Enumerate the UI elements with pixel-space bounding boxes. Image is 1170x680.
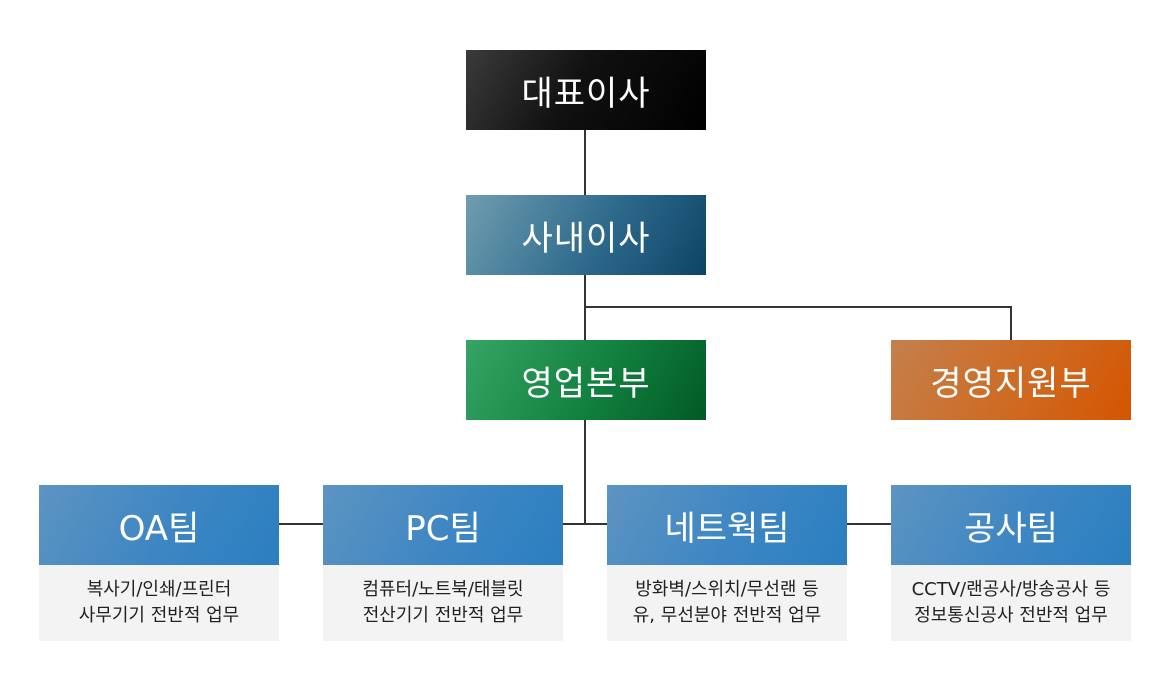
team-network-label: 네트웍팀 [664, 508, 790, 549]
team-oa-box: OA팀 [39, 485, 279, 565]
team-construction-desc-line2: 정보통신공사 전반적 업무 [914, 605, 1108, 626]
management-support-box: 경영지원부 [891, 340, 1131, 420]
team-pc-description: 컴퓨터/노트북/태블릿 전산기기 전반적 업무 [323, 565, 563, 641]
team-pc-label: PC팀 [405, 508, 481, 549]
team-construction-desc-line1: CCTV/랜공사/방송공사 등 [911, 579, 1111, 600]
team-network-desc-line2: 유, 무선분야 전반적 업무 [632, 605, 822, 626]
team-network-desc-line1: 방화벽/스위치/무선랜 등 [635, 579, 819, 600]
inside-director-label: 사내이사 [521, 218, 651, 259]
inside-director-box: 사내이사 [466, 195, 706, 275]
ceo-box: 대표이사 [466, 50, 706, 130]
team-oa-desc-line2: 사무기기 전반적 업무 [78, 605, 240, 626]
team-construction-label: 공사팀 [964, 508, 1058, 549]
team-construction-description: CCTV/랜공사/방송공사 등 정보통신공사 전반적 업무 [891, 565, 1131, 641]
team-oa-description: 복사기/인쇄/프린터 사무기기 전반적 업무 [39, 565, 279, 641]
team-pc-desc-line1: 컴퓨터/노트북/태블릿 [362, 579, 524, 600]
sales-division-label: 영업본부 [521, 363, 651, 404]
team-network-box: 네트웍팀 [607, 485, 847, 565]
team-construction-box: 공사팀 [891, 485, 1131, 565]
team-pc-box: PC팀 [323, 485, 563, 565]
ceo-label: 대표이사 [521, 73, 651, 114]
team-oa-desc-line1: 복사기/인쇄/프린터 [86, 579, 232, 600]
team-network-description: 방화벽/스위치/무선랜 등 유, 무선분야 전반적 업무 [607, 565, 847, 641]
team-oa-label: OA팀 [118, 508, 200, 549]
sales-division-box: 영업본부 [466, 340, 706, 420]
team-pc-desc-line2: 전산기기 전반적 업무 [362, 605, 524, 626]
connector-inside-mgmt [585, 306, 1012, 340]
management-support-label: 경영지원부 [930, 363, 1092, 404]
